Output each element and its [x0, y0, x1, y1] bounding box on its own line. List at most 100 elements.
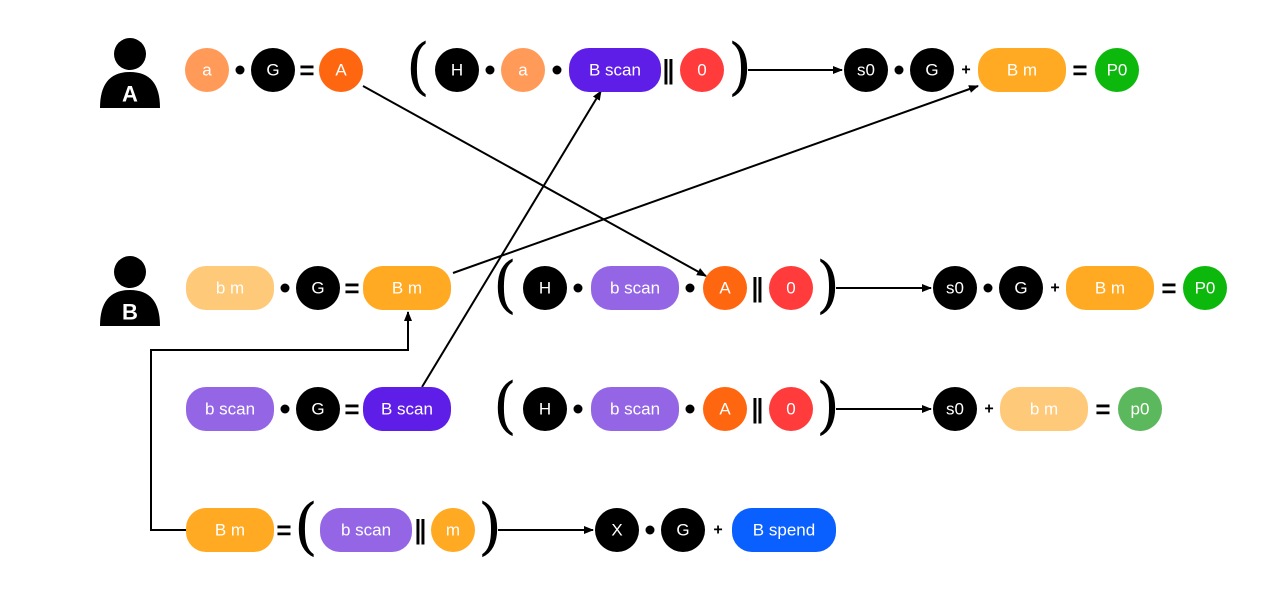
svg-text:H: H: [539, 279, 551, 298]
node-a: A: [703, 266, 747, 310]
svg-text:B scan: B scan: [589, 61, 641, 80]
svg-text:s0: s0: [946, 279, 964, 298]
node-g: G: [910, 48, 954, 92]
svg-text:b m: b m: [1030, 400, 1058, 419]
svg-text:G: G: [925, 61, 938, 80]
node-s0: s0: [933, 387, 977, 431]
node-h: H: [435, 48, 479, 92]
svg-text:P0: P0: [1195, 279, 1216, 298]
dot-operator: [983, 283, 993, 293]
dot-operator: [685, 404, 695, 414]
open-paren: (: [493, 369, 517, 442]
dot-operator: [645, 525, 655, 535]
concat-operator: ∥: [414, 515, 427, 545]
dot-operator: [685, 283, 695, 293]
dot-operator: [235, 65, 245, 75]
plus-operator: +: [984, 401, 993, 418]
node-h: H: [523, 266, 567, 310]
dot-operator: [280, 283, 290, 293]
close-paren: ): [728, 30, 752, 103]
svg-text:B: B: [122, 300, 138, 325]
node-a: a: [501, 48, 545, 92]
node-b-scan: b scan: [186, 387, 274, 431]
node-zero: 0: [769, 387, 813, 431]
svg-text:B m: B m: [215, 521, 245, 540]
equals-operator: =: [1072, 55, 1087, 85]
node-b-spend: B spend: [732, 508, 836, 552]
node-g: G: [296, 387, 340, 431]
dot-operator: [894, 65, 904, 75]
node-g: G: [999, 266, 1043, 310]
svg-text:b scan: b scan: [610, 400, 660, 419]
concat-operator: ∥: [662, 55, 675, 85]
plus-operator: +: [713, 522, 722, 539]
svg-text:p0: p0: [1131, 400, 1150, 419]
svg-text:B m: B m: [1095, 279, 1125, 298]
actor-b-avatar-icon: B: [100, 256, 160, 326]
node-p0: P0: [1095, 48, 1139, 92]
svg-text:b scan: b scan: [341, 521, 391, 540]
svg-text:G: G: [311, 279, 324, 298]
dot-operator: [573, 283, 583, 293]
svg-text:0: 0: [786, 400, 795, 419]
node-b-scan: B scan: [569, 48, 661, 92]
svg-text:a: a: [518, 61, 528, 80]
svg-text:B spend: B spend: [753, 521, 815, 540]
svg-text:G: G: [1014, 279, 1027, 298]
node-b-m: b m: [186, 266, 274, 310]
node-b-m: B m: [363, 266, 451, 310]
dot-operator: [280, 404, 290, 414]
svg-text:s0: s0: [857, 61, 875, 80]
svg-text:A: A: [719, 400, 731, 419]
svg-text:B scan: B scan: [381, 400, 433, 419]
svg-text:A: A: [122, 82, 138, 107]
open-paren: (: [493, 248, 517, 321]
svg-text:H: H: [539, 400, 551, 419]
svg-text:A: A: [335, 61, 347, 80]
close-paren: ): [816, 248, 840, 321]
node-x: X: [595, 508, 639, 552]
svg-text:G: G: [266, 61, 279, 80]
arrow-Bscan-to-row1-Bscan: [421, 90, 602, 388]
node-m: m: [431, 508, 475, 552]
node-b-m: B m: [186, 508, 274, 552]
svg-text:B m: B m: [392, 279, 422, 298]
svg-text:0: 0: [786, 279, 795, 298]
equals-operator: =: [299, 55, 314, 85]
node-a: a: [185, 48, 229, 92]
open-paren: (: [406, 30, 430, 103]
dot-operator: [573, 404, 583, 414]
actor-a-avatar-icon: A: [100, 38, 160, 108]
open-paren: (: [294, 490, 318, 563]
node-a: A: [703, 387, 747, 431]
equals-operator: =: [344, 394, 359, 424]
svg-text:H: H: [451, 61, 463, 80]
plus-operator: +: [961, 62, 970, 79]
svg-text:0: 0: [697, 61, 706, 80]
svg-text:G: G: [676, 521, 689, 540]
node-zero: 0: [680, 48, 724, 92]
node-b-scan: b scan: [591, 387, 679, 431]
svg-text:a: a: [202, 61, 212, 80]
svg-text:A: A: [719, 279, 731, 298]
close-paren: ): [478, 490, 502, 563]
node-b-scan: B scan: [363, 387, 451, 431]
svg-text:P0: P0: [1107, 61, 1128, 80]
node-b-scan: b scan: [320, 508, 412, 552]
arrow-A-to-row2-A: [362, 85, 707, 277]
plus-operator: +: [1050, 280, 1059, 297]
equals-operator: =: [1161, 273, 1176, 303]
concat-operator: ∥: [751, 273, 764, 303]
node-p0: P0: [1183, 266, 1227, 310]
node-g: G: [661, 508, 705, 552]
node-b-m: B m: [1066, 266, 1154, 310]
node-p0: p0: [1118, 387, 1162, 431]
equals-operator: =: [276, 515, 291, 545]
svg-text:b m: b m: [216, 279, 244, 298]
dot-operator: [552, 65, 562, 75]
svg-text:m: m: [446, 521, 460, 540]
arrow-Bm-to-row1-Bm: [452, 85, 979, 274]
node-g: G: [296, 266, 340, 310]
dot-operator: [485, 65, 495, 75]
